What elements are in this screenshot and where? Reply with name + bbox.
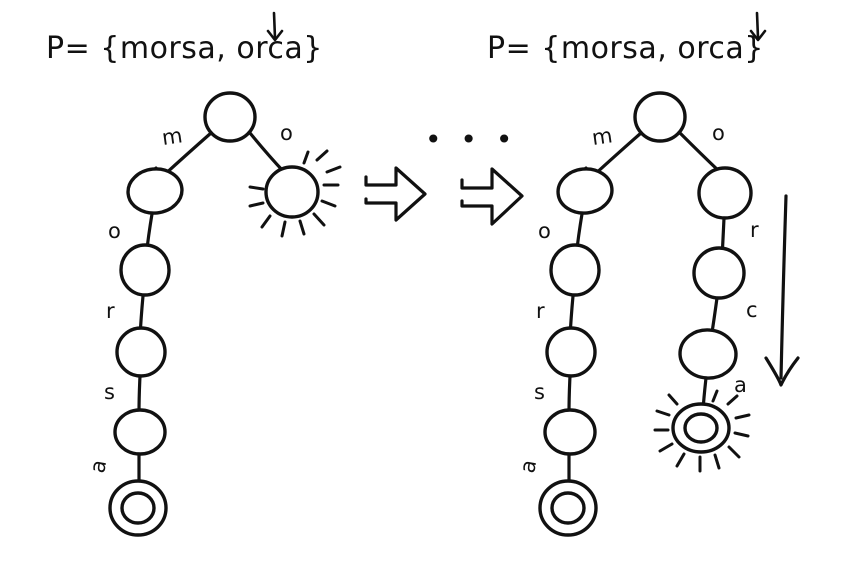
node-terminal-orca-after[interactable]: [653, 389, 751, 473]
node-terminal-morsa-after[interactable]: [538, 479, 598, 537]
node-root-before[interactable]: [203, 91, 257, 143]
edge-label-o-right-after: o: [712, 121, 725, 145]
ellipsis-text: • • •: [425, 123, 517, 156]
header-text-after: P= {morsa, orca}: [487, 31, 764, 66]
transition-arrow-2: [460, 167, 524, 226]
node-o-branch-after[interactable]: [697, 166, 753, 220]
node-root-after[interactable]: [633, 91, 687, 143]
node-m-after[interactable]: [556, 166, 614, 215]
node-c-branch-after[interactable]: [678, 328, 738, 380]
edge-label-o-after: o: [538, 219, 551, 243]
edge-label-s-before: s: [104, 380, 115, 404]
cursor-marker-before: [266, 11, 284, 42]
edge-label-m-before: m: [160, 123, 184, 150]
edge-label-r-after: r: [536, 299, 545, 323]
edge-label-a2-after: a: [734, 373, 747, 397]
node-s-after[interactable]: [543, 408, 597, 456]
edge-o-after: o: [678, 121, 725, 175]
node-r-branch-after[interactable]: [692, 246, 746, 300]
edge-label-s-after: s: [534, 380, 545, 404]
tree-after: m o o r s a: [515, 91, 759, 537]
edge-label-a-after: a: [515, 458, 541, 475]
edge-o-before: o: [248, 121, 293, 174]
node-o-before[interactable]: [119, 243, 171, 297]
node-o-highlighted-before[interactable]: [248, 149, 342, 238]
edge-label-o-right-before: o: [280, 121, 293, 145]
sparkle-before: [248, 149, 342, 238]
cursor-marker-after: [749, 11, 767, 42]
panel-before-header: P= {morsa, orca}: [46, 11, 323, 66]
edge-label-a-before: a: [85, 458, 111, 475]
tree-before: m o o r s a: [85, 91, 342, 537]
edge-label-r2-after: r: [750, 218, 759, 242]
edge-label-m-after: m: [590, 123, 614, 150]
node-m-before[interactable]: [126, 166, 184, 215]
node-o-after[interactable]: [549, 243, 601, 297]
sparkle-after: [653, 389, 751, 473]
node-terminal-morsa-before[interactable]: [108, 479, 168, 537]
panel-after-header: P= {morsa, orca}: [487, 11, 767, 66]
header-text-before: P= {morsa, orca}: [46, 31, 323, 66]
edge-label-c-after: c: [746, 298, 758, 322]
transition-group: • • •: [364, 123, 524, 226]
edge-line-s-after: [567, 374, 572, 416]
edge-label-o-before: o: [108, 219, 121, 243]
node-s-before[interactable]: [113, 408, 167, 456]
edge-line-s-before: [137, 374, 142, 416]
transition-arrow-1: [364, 166, 427, 222]
node-r-after[interactable]: [545, 326, 597, 378]
progress-down-arrow: [764, 194, 800, 387]
edge-label-r-before: r: [106, 299, 115, 323]
node-r-before[interactable]: [115, 326, 167, 378]
